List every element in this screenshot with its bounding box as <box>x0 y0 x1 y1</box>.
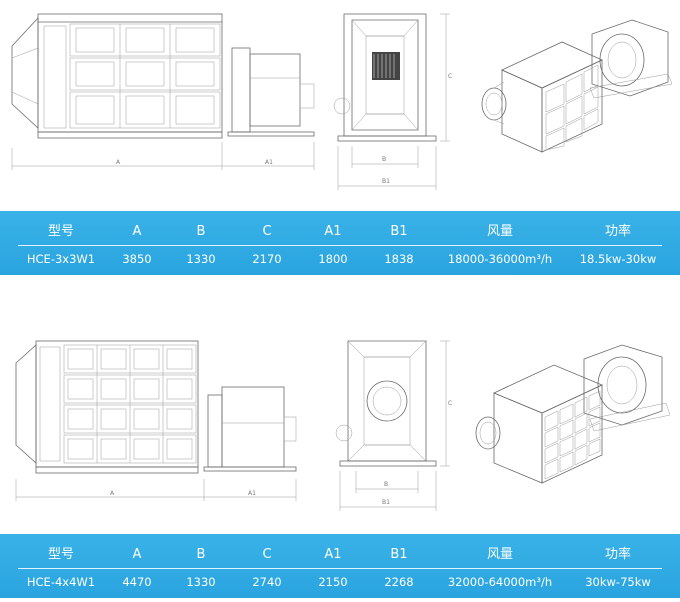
dim-label-b1: B1 <box>382 499 390 506</box>
dim-label-a1: A1 <box>265 159 273 166</box>
header-divider <box>18 568 662 569</box>
cell-b1: 2268 <box>384 575 414 589</box>
isometric-drawing <box>481 19 672 153</box>
spec-value-row: HCE-3x3W1 3850 1330 2170 1800 1838 18000… <box>0 248 680 270</box>
cell-a1: 1800 <box>318 252 348 266</box>
col-header-b1: B1 <box>390 547 408 562</box>
dim-label-a1: A1 <box>248 490 256 497</box>
spec-table-1: 型号 A B C A1 B1 风量 功率 HCE-3x3W1 3850 1330… <box>0 211 680 275</box>
col-header-airflow: 风量 <box>486 224 513 239</box>
spec-header-row: 型号 A B C A1 B1 风量 功率 <box>0 544 680 566</box>
front-elevation-drawing: C B B1 <box>333 13 452 190</box>
spec-table-2: 型号 A B C A1 B1 风量 功率 HCE-4x4W1 4470 1330… <box>0 534 680 598</box>
cell-b: 1330 <box>186 575 216 589</box>
col-header-a1: A1 <box>324 224 342 239</box>
cell-airflow: 32000-64000m³/h <box>447 575 553 589</box>
col-header-a: A <box>132 224 142 239</box>
cell-c: 2170 <box>252 252 282 266</box>
dim-label-c: C <box>448 400 452 407</box>
cell-b1: 1838 <box>384 252 414 266</box>
dim-label-c: C <box>448 73 452 80</box>
cell-c: 2740 <box>252 575 282 589</box>
model-block-2: A A1 C B B1 <box>0 325 680 602</box>
dim-label-b1: B1 <box>382 178 390 185</box>
side-elevation-drawing: A A1 <box>15 340 297 501</box>
col-header-power: 功率 <box>604 224 631 239</box>
col-header-airflow: 风量 <box>486 547 513 562</box>
col-header-c: C <box>262 224 272 239</box>
col-header-b: B <box>196 224 206 239</box>
spec-header-row: 型号 A B C A1 B1 风量 功率 <box>0 221 680 243</box>
header-divider <box>18 245 662 246</box>
col-header-model: 型号 <box>47 224 74 239</box>
cell-model: HCE-3x3W1 <box>26 252 96 266</box>
dim-label-a: A <box>116 159 121 166</box>
cell-power: 30kw-75kw <box>585 575 651 589</box>
cell-a1: 2150 <box>318 575 348 589</box>
cell-airflow: 18000-36000m³/h <box>447 252 553 266</box>
col-header-a1: A1 <box>324 547 342 562</box>
cell-power: 18.5kw-30kw <box>579 252 657 266</box>
col-header-c: C <box>262 547 272 562</box>
dim-label-b: B <box>384 481 388 488</box>
cell-a: 4470 <box>122 575 152 589</box>
isometric-drawing <box>475 344 671 484</box>
cell-a: 3850 <box>122 252 152 266</box>
side-elevation-drawing: A A1 <box>11 13 315 170</box>
spec-value-row: HCE-4x4W1 4470 1330 2740 2150 2268 32000… <box>0 571 680 593</box>
dim-label-a: A <box>110 490 115 497</box>
col-header-b1: B1 <box>390 224 408 239</box>
model-block-1: A A1 C B <box>0 0 680 275</box>
cell-b: 1330 <box>186 252 216 266</box>
technical-drawings-2: A A1 C B B1 <box>0 325 680 530</box>
col-header-model: 型号 <box>47 547 74 562</box>
dim-label-b: B <box>382 156 386 163</box>
cell-model: HCE-4x4W1 <box>26 575 96 589</box>
col-header-b: B <box>196 547 206 562</box>
technical-drawings-1: A A1 C B <box>0 0 680 205</box>
col-header-a: A <box>132 547 142 562</box>
col-header-power: 功率 <box>604 547 631 562</box>
front-elevation-drawing: C B B1 <box>335 340 452 511</box>
